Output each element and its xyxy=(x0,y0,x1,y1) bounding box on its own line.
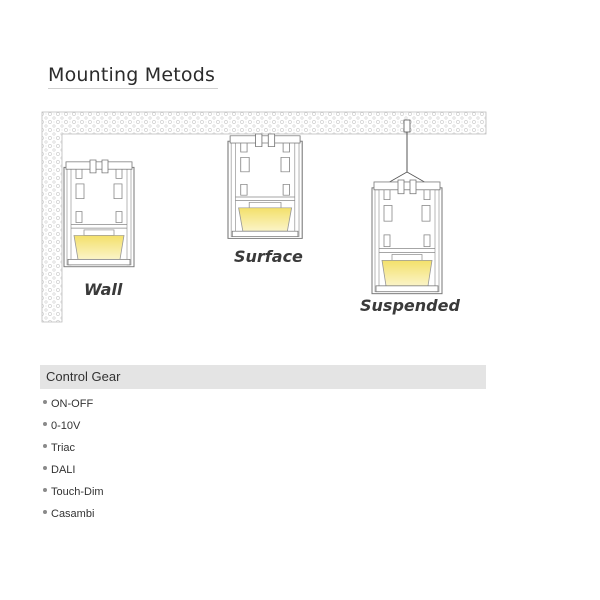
list-item: DALI xyxy=(43,459,104,481)
suspended-label: Suspended xyxy=(360,296,460,315)
bullet-icon xyxy=(43,488,47,492)
surface-fixture xyxy=(227,133,303,239)
suspension-wire xyxy=(385,119,429,185)
ceiling-wall-hatch xyxy=(41,111,487,323)
bullet-icon xyxy=(43,444,47,448)
list-item: 0-10V xyxy=(43,415,104,437)
wall-fixture xyxy=(63,159,135,268)
bullet-icon xyxy=(43,466,47,470)
suspended-fixture xyxy=(371,179,443,295)
control-gear-list: ON-OFF 0-10V Triac DALI Touch-Dim Casamb… xyxy=(43,393,104,525)
list-item: Triac xyxy=(43,437,104,459)
control-gear-title: Control Gear xyxy=(46,369,121,384)
control-gear-header: Control Gear xyxy=(40,365,486,389)
bullet-icon xyxy=(43,422,47,426)
list-item: Casambi xyxy=(43,503,104,525)
mounting-diagram xyxy=(41,111,487,323)
list-item: Touch-Dim xyxy=(43,481,104,503)
page-title: Mounting Metods xyxy=(48,64,216,86)
wall-label: Wall xyxy=(84,280,123,299)
list-item: ON-OFF xyxy=(43,393,104,415)
bullet-icon xyxy=(43,400,47,404)
surface-label: Surface xyxy=(234,247,303,266)
title-underline xyxy=(48,88,218,89)
bullet-icon xyxy=(43,510,47,514)
